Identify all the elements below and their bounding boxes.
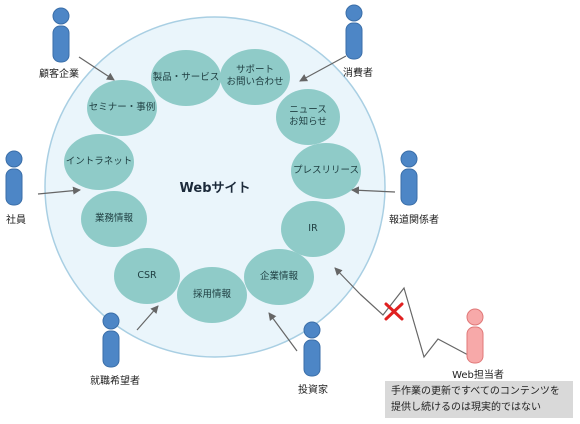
node-support[interactable]: サポート お問い合わせ [226,65,283,90]
node-business-ellipse [81,191,147,247]
broken-link-line [359,286,471,359]
note-line-2: 提供し続けるのは現実的ではない [391,402,541,413]
node-ir-ellipse [281,201,345,257]
node-press[interactable]: プレスリリース [293,165,359,177]
person-web-staff-icon [466,308,484,364]
node-press-label: プレスリリース [292,164,360,176]
node-recruit-label: 採用情報 [192,288,232,300]
node-seminar[interactable]: セミナー・事例 [89,102,156,114]
person-customer-icon [52,7,70,63]
node-company[interactable]: 企業情報 [260,271,298,283]
node-csr-label: CSR [137,269,157,281]
broken-link-arrow [334,267,361,295]
arrow-employee [37,186,81,195]
actor-customer-label: 顧客企業 [39,69,79,80]
person-consumer-icon [345,4,363,60]
content-nodes [64,49,361,323]
node-recruit-ellipse [177,267,247,323]
actor-web-staff-label: Web担当者 [452,370,504,381]
node-press-ellipse [291,143,361,199]
node-support-label-1: サポート [235,64,275,76]
arrow-press [351,186,396,195]
actor-job-seeker-label: 就職希望者 [90,376,140,387]
person-investor-icon [303,321,321,377]
node-news[interactable]: ニュース お知らせ [289,105,327,130]
actor-press-label: 報道関係者 [389,215,439,226]
node-products-label: 製品・サービス [152,71,220,83]
node-support-label-2: お問い合わせ [226,77,284,88]
actor-consumer-label: 消費者 [343,68,373,79]
node-intranet-ellipse [64,134,134,190]
arrows [37,55,396,352]
node-business[interactable]: 業務情報 [95,213,133,225]
person-press-icon [400,150,418,206]
node-products[interactable]: 製品・サービス [153,72,220,84]
actor-investor-label: 投資家 [298,385,328,396]
node-support-ellipse [220,49,290,105]
node-business-label: 業務情報 [94,212,134,224]
person-job-seeker-icon [102,312,120,368]
node-ir[interactable]: IR [308,223,317,235]
node-news-ellipse [276,89,340,145]
node-ir-label: IR [308,222,318,234]
person-employee-icon [5,150,23,206]
node-news-label-2: お知らせ [289,117,327,128]
arrow-customer [78,56,115,81]
arrow-investor [268,312,298,352]
arrow-consumer [299,55,347,82]
website-title: Webサイト [179,181,251,196]
node-csr[interactable]: CSR [137,270,156,282]
arrow-job-seeker [136,305,159,331]
node-company-label: 企業情報 [259,270,299,282]
actor-employee-label: 社員 [6,215,26,226]
node-csr-ellipse [114,248,180,304]
note-line-1: 手作業の更新ですべてのコンテンツを [391,386,560,397]
cross-icon [384,302,404,321]
node-news-label-1: ニュース [289,104,327,116]
node-recruit[interactable]: 採用情報 [193,289,231,301]
node-company-ellipse [244,249,314,305]
node-seminar-ellipse [87,80,157,136]
node-intranet[interactable]: イントラネット [66,156,133,168]
note-box: 手作業の更新ですべてのコンテンツを 提供し続けるのは現実的ではない [385,381,573,418]
node-seminar-label: セミナー・事例 [88,101,156,113]
node-intranet-label: イントラネット [65,155,133,167]
node-products-ellipse [151,50,221,106]
